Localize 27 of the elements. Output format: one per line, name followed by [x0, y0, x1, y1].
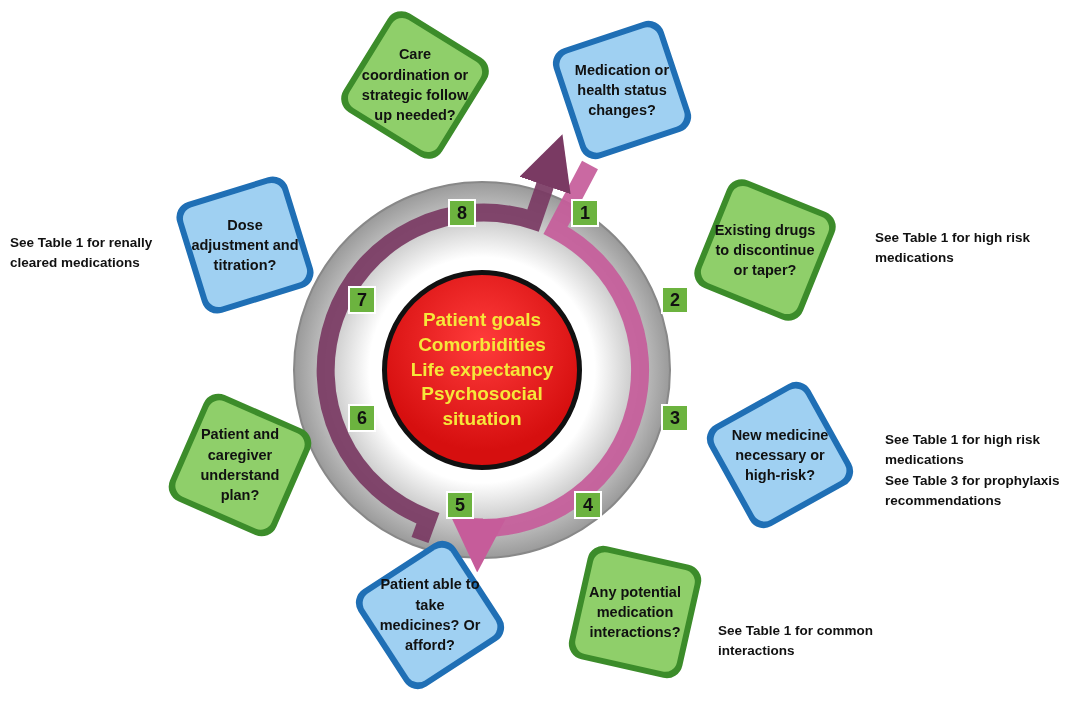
cycle-arrow	[316, 134, 571, 544]
center-text: Life expectancy	[410, 357, 554, 382]
question-text: Existing drugs to discontinue or taper?	[713, 220, 817, 281]
step-number: 5	[446, 491, 474, 519]
question-text: Medication or health status changes?	[573, 60, 671, 121]
question-text: Any potential medication interactions?	[588, 582, 682, 643]
note-text: See Table 1 for renally cleared medications	[10, 234, 154, 272]
step-number: 6	[348, 404, 376, 432]
step-number: 4	[574, 491, 602, 519]
cycle-arrow	[451, 160, 649, 573]
note-text: See Table 1 for high risk medications	[885, 431, 1042, 469]
step-number: 7	[348, 286, 376, 314]
step-number: 2	[661, 286, 689, 314]
center-text: Patient goals	[422, 308, 542, 333]
note-text: See Table 1 for high risk medications	[875, 229, 1032, 267]
question-text: Patient able to take medicines? Or afford?	[378, 575, 482, 656]
step-number: 8	[448, 199, 476, 227]
center-text: Comorbidities	[418, 332, 546, 357]
question-text: Care coordination or strategic follow up needed?	[360, 45, 470, 126]
question-text: Patient and caregiver understand plan?	[199, 425, 281, 506]
question-text: Dose adjustment and titration?	[190, 215, 300, 276]
note-text: See Table 1 for common interactions	[718, 622, 875, 660]
step-number: 1	[571, 199, 599, 227]
center-text: Psychosocial situation	[420, 382, 544, 432]
note-text: See Table 3 for prophylaxis recommendations	[885, 472, 1061, 510]
step-number: 3	[661, 404, 689, 432]
question-text: New medicine necessary or high-risk?	[730, 425, 830, 486]
